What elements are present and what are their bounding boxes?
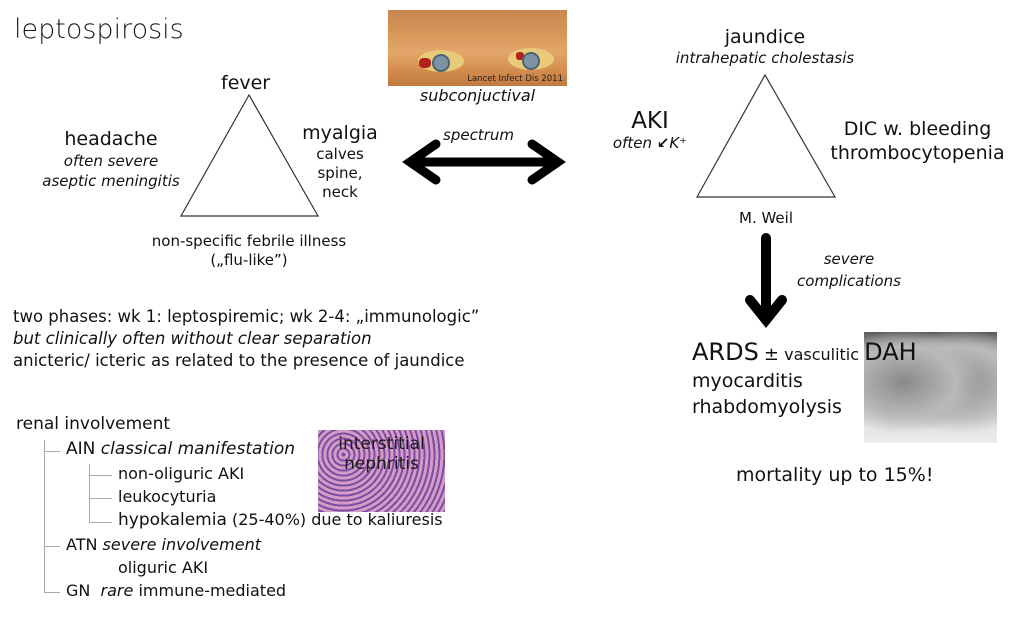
severe-complications-label: severe complications bbox=[784, 248, 914, 292]
spectrum-double-arrow bbox=[402, 139, 566, 185]
aki-block: AKI often ↙K⁺ bbox=[600, 108, 700, 152]
spectrum-label: spectrum bbox=[443, 126, 514, 144]
mortality-label: mortality up to 15%! bbox=[736, 464, 934, 486]
aki-label: AKI bbox=[631, 108, 669, 134]
right-triangle bbox=[695, 73, 837, 198]
aki-often: often bbox=[612, 134, 652, 152]
dic-label: DIC w. bleeding bbox=[843, 118, 992, 140]
ain-label: AIN bbox=[66, 439, 96, 459]
ain-item: AIN classical manifestation bbox=[66, 439, 295, 459]
down-arrow-icon: ↙ bbox=[656, 134, 670, 152]
subconjunctival-photo: Lancet Infect Dis 2011 bbox=[388, 10, 567, 86]
severe-label: severe bbox=[823, 250, 875, 268]
ards-label: ARDS bbox=[692, 338, 759, 366]
vasculitic-label: vasculitic bbox=[784, 345, 860, 364]
myalgia-detail-3: neck bbox=[322, 183, 358, 201]
myocarditis-label: myocarditis bbox=[692, 370, 803, 392]
ain-child-3: hypokalemia (25-40%) due to kaliuresis bbox=[118, 510, 443, 530]
tree-connector bbox=[89, 464, 90, 522]
headache-label: headache bbox=[64, 128, 158, 150]
atn-item: ATN severe involvement bbox=[66, 535, 261, 554]
thrombocytopenia-label: thrombocytopenia bbox=[830, 142, 1005, 164]
atn-qualifier: severe involvement bbox=[102, 535, 261, 554]
atn-label: ATN bbox=[66, 535, 98, 554]
ain-child-1: non-oliguric AKI bbox=[118, 464, 245, 483]
gn-label: GN bbox=[66, 581, 91, 600]
headache-detail-2: aseptic meningitis bbox=[42, 172, 180, 190]
headache-detail-1: often severe bbox=[63, 152, 159, 170]
interstitial-nephritis-image: interstitial nephritis bbox=[318, 430, 445, 512]
gn-item: GN rare immune-mediated bbox=[66, 581, 286, 600]
jaundice-label: jaundice bbox=[724, 26, 806, 48]
tree-connector bbox=[44, 592, 60, 593]
subconjunctival-caption: subconjuctival bbox=[419, 86, 536, 105]
dic-block: DIC w. bleeding thrombocytopenia bbox=[820, 118, 1015, 164]
weil-label: M. Weil bbox=[739, 209, 793, 227]
potassium-label: K⁺ bbox=[669, 134, 688, 152]
renal-root: renal involvement bbox=[16, 414, 171, 434]
myalgia-detail-1: calves bbox=[316, 145, 364, 163]
myalgia-block: myalgia calves spine, neck bbox=[300, 122, 380, 201]
slide-title: leptospirosis bbox=[14, 14, 184, 45]
ards-line: ARDS ± vasculitic DAH bbox=[692, 339, 917, 368]
ain-child-2: leukocyturia bbox=[118, 487, 217, 506]
flu-like-label: („flu-like”) bbox=[210, 251, 288, 269]
phases-line-3: anicteric/ icteric as related to the pre… bbox=[13, 351, 465, 370]
rhabdomyolysis-label: rhabdomyolysis bbox=[692, 396, 842, 418]
complications-label: complications bbox=[797, 272, 901, 290]
febrile-illness-block: non-specific febrile illness („flu-like”… bbox=[120, 232, 378, 269]
plus-minus-icon: ± bbox=[763, 344, 779, 365]
febrile-illness-label: non-specific febrile illness bbox=[151, 232, 347, 250]
histology-label-2: nephritis bbox=[344, 454, 419, 474]
tree-connector bbox=[44, 451, 60, 452]
left-triangle bbox=[179, 93, 320, 217]
tree-connector bbox=[89, 522, 112, 523]
fever-label: fever bbox=[221, 72, 271, 94]
aki-detail: often ↙K⁺ bbox=[600, 134, 700, 152]
phases-block: two phases: wk 1: leptospiremic; wk 2-4:… bbox=[13, 306, 479, 372]
histology-label-1: interstitial bbox=[338, 434, 425, 454]
gn-detail: immune-mediated bbox=[138, 581, 287, 600]
headache-block: headache often severe aseptic meningitis bbox=[36, 128, 186, 190]
tree-connector bbox=[89, 498, 112, 499]
hypokalemia-label: hypokalemia bbox=[118, 510, 227, 530]
dah-label: DAH bbox=[864, 338, 917, 366]
myalgia-label: myalgia bbox=[302, 122, 378, 144]
gn-qualifier: rare bbox=[100, 581, 134, 600]
hypokalemia-detail: (25-40%) due to kaliuresis bbox=[231, 510, 443, 529]
tree-connector bbox=[44, 546, 60, 547]
myalgia-detail-2: spine, bbox=[317, 164, 363, 182]
phases-line-1: two phases: wk 1: leptospiremic; wk 2-4:… bbox=[13, 307, 480, 326]
complications-list: ARDS ± vasculitic DAH myocarditis rhabdo… bbox=[692, 339, 917, 420]
down-arrow bbox=[745, 233, 787, 329]
ain-qualifier: classical manifestation bbox=[100, 439, 296, 459]
tree-connector bbox=[89, 475, 112, 476]
tree-connector bbox=[44, 440, 45, 592]
atn-child: oliguric AKI bbox=[118, 558, 209, 577]
phases-line-2: but clinically often without clear separ… bbox=[13, 329, 372, 348]
jaundice-block: jaundice intrahepatic cholestasis bbox=[640, 26, 890, 67]
photo-credit: Lancet Infect Dis 2011 bbox=[467, 74, 563, 84]
jaundice-detail: intrahepatic cholestasis bbox=[675, 49, 855, 67]
chest-xray-image bbox=[864, 332, 997, 443]
